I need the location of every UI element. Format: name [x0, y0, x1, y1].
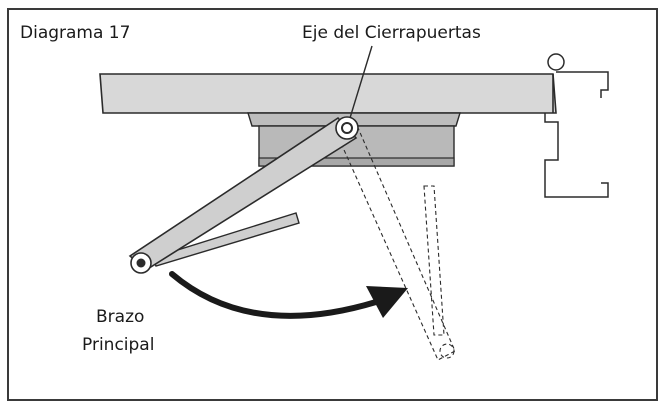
- hinge-circle: [547, 53, 565, 71]
- closer-pivot-shaft: [335, 116, 359, 140]
- door-frame-outline: [544, 53, 609, 198]
- main-arm-label-line2: Principal: [82, 335, 154, 355]
- door-panel: [99, 73, 557, 114]
- main-arm-label-line1: Brazo: [96, 307, 144, 327]
- pivot-label: Eje del Cierrapuertas: [302, 23, 481, 43]
- rotation-arrow: [169, 271, 408, 319]
- pivot-leader-line: [349, 45, 373, 119]
- main-arm: [128, 116, 358, 271]
- arm-end-joint: [130, 252, 152, 274]
- diagram-title: Diagrama 17: [20, 23, 130, 43]
